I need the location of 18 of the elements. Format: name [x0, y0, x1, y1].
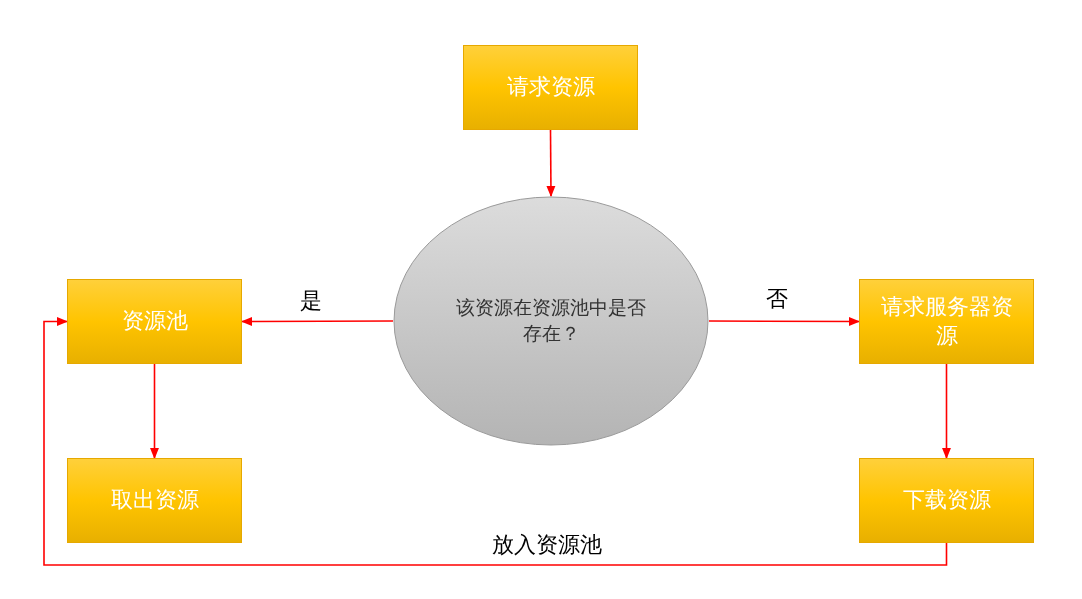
arrow — [942, 363, 951, 460]
arrow — [546, 129, 556, 198]
node-text: 请求服务器资源 — [879, 292, 1014, 350]
arrow — [150, 363, 159, 460]
decision-ellipse — [393, 196, 709, 446]
arrow — [708, 317, 861, 326]
process-box — [67, 458, 242, 543]
process-box — [67, 279, 242, 364]
arrow — [43, 317, 948, 566]
node-text: 该资源在资源池中是否存在？ — [456, 295, 646, 346]
process-box — [859, 279, 1034, 364]
node-text: 取出资源 — [109, 486, 200, 515]
process-box — [463, 45, 638, 130]
node-text: 资源池 — [120, 307, 189, 336]
node-text: 请求资源 — [505, 73, 596, 102]
arrow — [240, 317, 394, 326]
process-box — [859, 458, 1034, 543]
node-text: 下载资源 — [901, 486, 992, 515]
